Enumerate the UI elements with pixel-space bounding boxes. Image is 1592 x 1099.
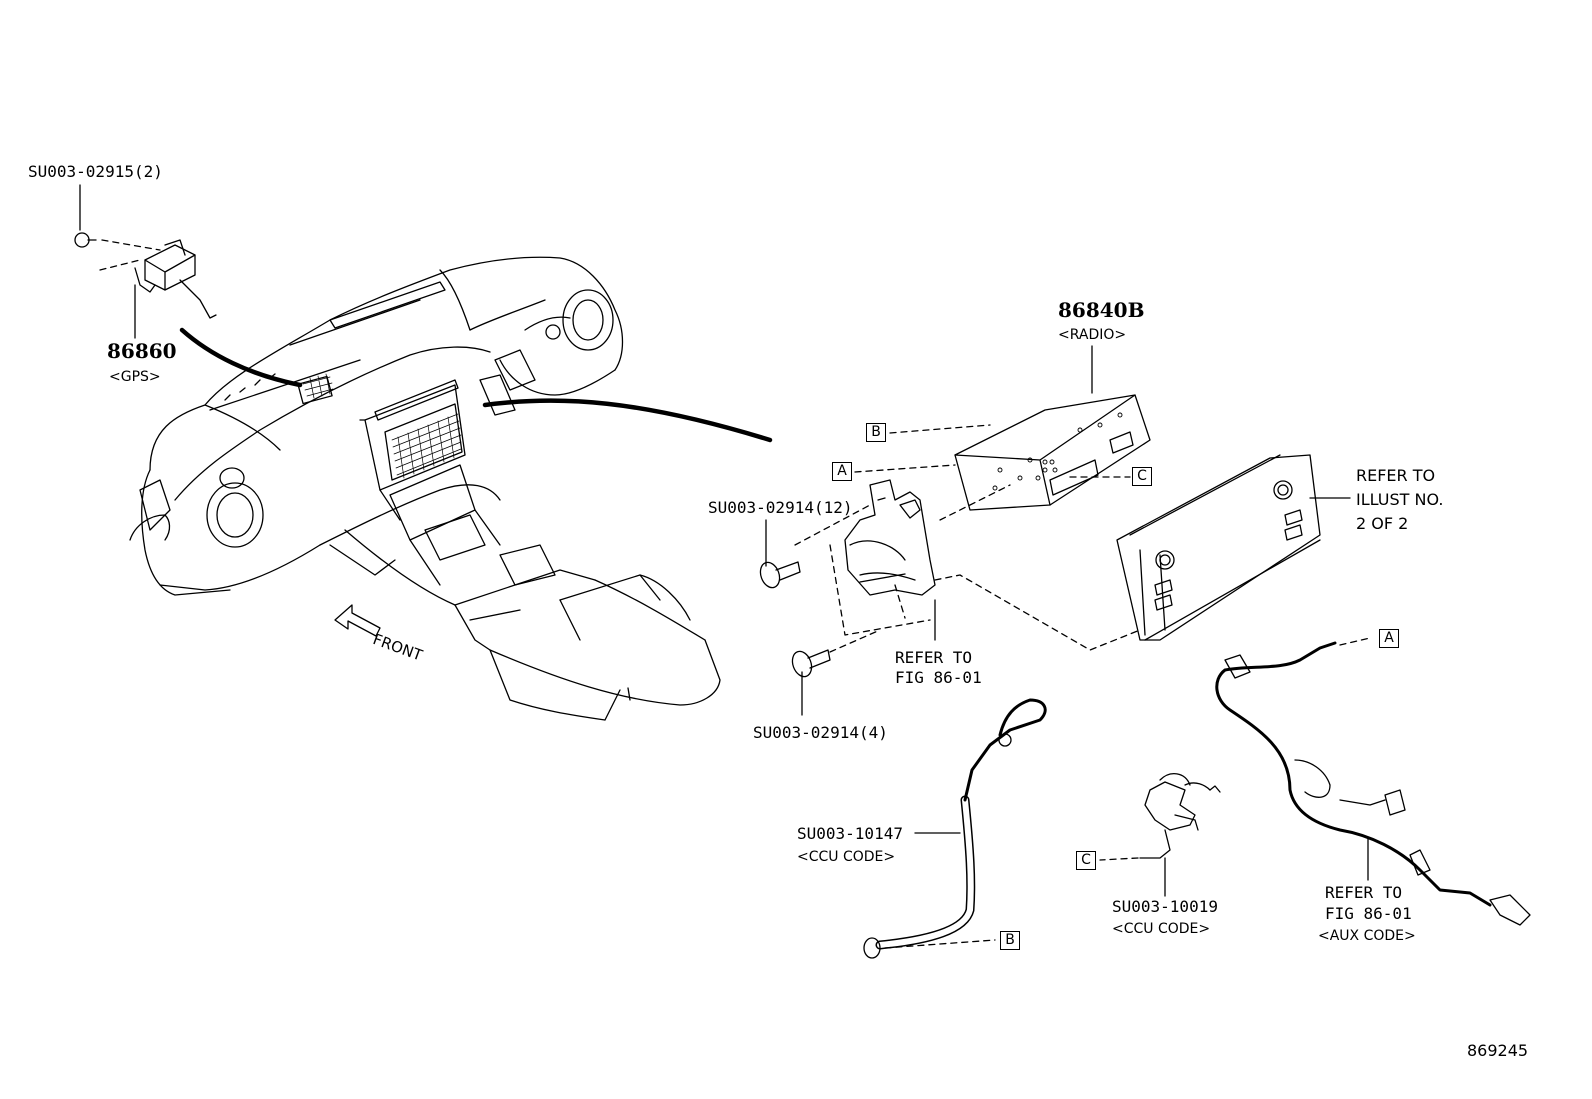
gps-screw-part-number: SU003-02915(2) bbox=[28, 162, 163, 181]
front-arrow bbox=[334, 604, 381, 637]
aux-refer-line2: FIG 86-01 bbox=[1325, 904, 1412, 923]
ccu-cord-part-number: SU003-10019 bbox=[1112, 897, 1218, 916]
bracket-refer-line2: FIG 86-01 bbox=[895, 668, 982, 687]
bracket-refer-line1: REFER TO bbox=[895, 648, 973, 667]
callout-b-radio: B bbox=[866, 423, 886, 442]
ccu-cord-illustration bbox=[1099, 773, 1221, 897]
callout-c-cord: C bbox=[1076, 851, 1096, 870]
ccu-cable-illustration bbox=[863, 698, 1047, 959]
gps-unit-description: <GPS> bbox=[109, 369, 161, 385]
gps-unit-part-number: 86860 bbox=[107, 339, 177, 363]
callout-a-radio: A bbox=[832, 462, 852, 481]
callout-c-radio: C bbox=[1132, 467, 1152, 486]
screw-12-part-number: SU003-02914(12) bbox=[708, 498, 853, 517]
panel-refer-line3: 2 OF 2 bbox=[1356, 514, 1409, 533]
panel-refer-line2: ILLUST NO. bbox=[1356, 490, 1444, 509]
bracket-illustration bbox=[759, 479, 1141, 716]
ccu-cable-description: <CCU CODE> bbox=[797, 849, 896, 865]
illustration-number: 869245 bbox=[1467, 1041, 1529, 1060]
aux-refer-line1: REFER TO bbox=[1325, 883, 1403, 902]
dashboard-illustration bbox=[129, 256, 721, 721]
aux-description: <AUX CODE> bbox=[1318, 928, 1416, 944]
front-panel-illustration bbox=[1116, 454, 1351, 641]
panel-refer-line1: REFER TO bbox=[1356, 466, 1436, 485]
ccu-cable-part-number: SU003-10147 bbox=[797, 824, 903, 843]
radio-unit-illustration bbox=[854, 345, 1151, 511]
radio-part-number: 86840B bbox=[1058, 298, 1145, 322]
ccu-cord-description: <CCU CODE> bbox=[1112, 921, 1211, 937]
aux-cord-illustration bbox=[1215, 637, 1531, 926]
radio-description: <RADIO> bbox=[1058, 327, 1127, 343]
screw-4-part-number: SU003-02914(4) bbox=[753, 723, 888, 742]
callout-b-cable: B bbox=[1000, 931, 1020, 950]
gps-antenna-illustration bbox=[74, 184, 217, 339]
callout-a-aux: A bbox=[1379, 629, 1399, 648]
